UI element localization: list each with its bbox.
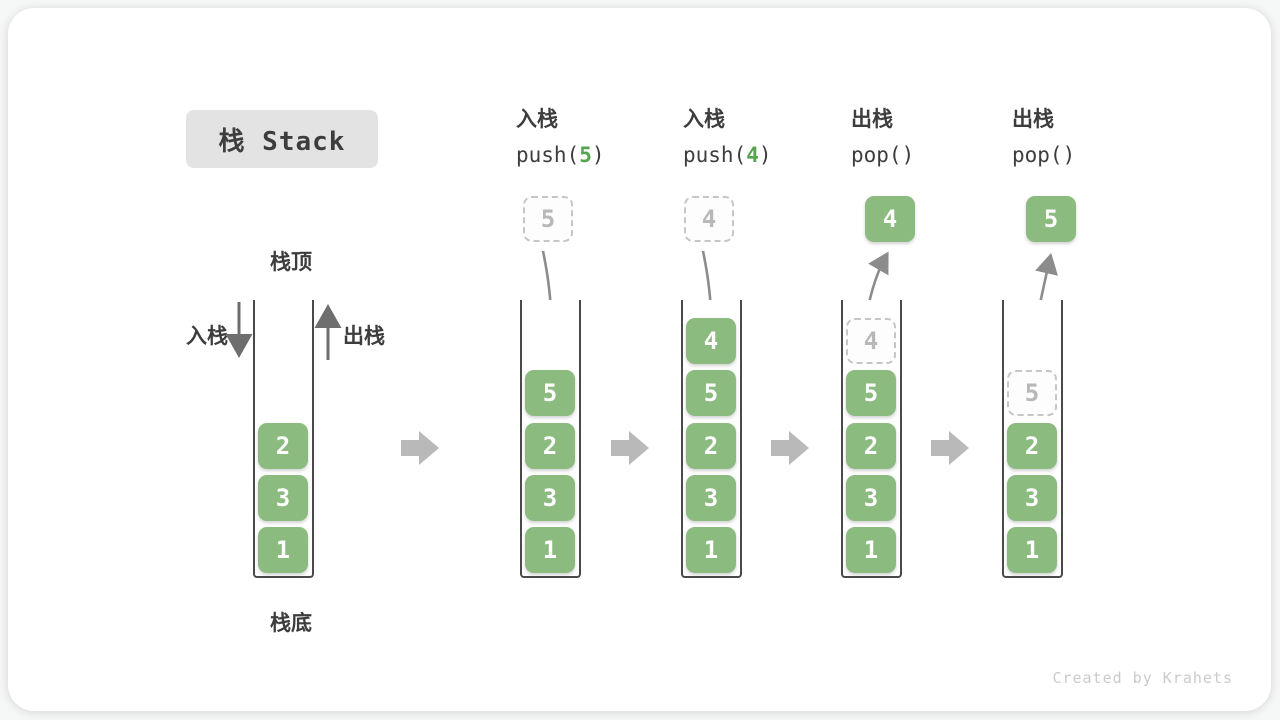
op-arg: 4 — [746, 143, 759, 167]
stack-cell: 1 — [525, 527, 575, 573]
op-label-pop2: 出栈 pop() — [1012, 106, 1182, 168]
stack-top-label: 栈顶 — [270, 250, 312, 274]
stack-bottom-label: 栈底 — [270, 611, 312, 635]
op-call: push(5) — [516, 143, 605, 167]
flow-arrow-2 — [611, 431, 649, 465]
flow-arrow-1 — [401, 431, 439, 465]
op-name: 入栈 — [683, 107, 725, 131]
stack-cell: 2 — [846, 423, 896, 469]
stack-cell: 1 — [1007, 527, 1057, 573]
flow-arrow-3 — [771, 431, 809, 465]
stack-cell: 2 — [1007, 423, 1057, 469]
stack-cell: 2 — [258, 423, 308, 469]
stack-cell: 4 — [686, 318, 736, 364]
op-arg: 5 — [579, 143, 592, 167]
stack-cell: 5 — [686, 370, 736, 416]
pending-push-box: 5 — [523, 196, 573, 242]
stack-cell: 1 — [846, 527, 896, 573]
title-text: 栈 Stack — [218, 126, 346, 157]
op-label-push5: 入栈 push(5) — [516, 106, 686, 168]
stack-cell: 2 — [686, 423, 736, 469]
popped-value-box: 5 — [1026, 196, 1076, 242]
op-name: 出栈 — [851, 107, 893, 131]
stack-cell-ghost: 4 — [846, 318, 896, 364]
op-name: 入栈 — [516, 107, 558, 131]
op-label-pop1: 出栈 pop() — [851, 106, 1021, 168]
diagram-card: 栈 Stack 入栈 push(5) 入栈 push(4) 出栈 pop() 出… — [8, 8, 1271, 711]
pending-push-box: 4 — [684, 196, 734, 242]
stack-cell: 2 — [525, 423, 575, 469]
op-call: push(4) — [683, 143, 772, 167]
op-call: pop() — [851, 143, 915, 167]
stack-cell: 3 — [1007, 475, 1057, 521]
title-badge: 栈 Stack — [186, 110, 378, 168]
stack-cell: 5 — [846, 370, 896, 416]
stack-cell: 1 — [686, 527, 736, 573]
op-name: 出栈 — [1012, 107, 1054, 131]
stack-cell: 3 — [525, 475, 575, 521]
stack-cell: 3 — [846, 475, 896, 521]
stack-cell-ghost: 5 — [1007, 370, 1057, 416]
push-direction-label: 入栈 — [186, 324, 228, 348]
stack-cell: 5 — [525, 370, 575, 416]
popped-value-box: 4 — [865, 196, 915, 242]
arrows-overlay — [225, 250, 1058, 465]
stack-cell: 1 — [258, 527, 308, 573]
stack-cell: 3 — [258, 475, 308, 521]
op-call: pop() — [1012, 143, 1076, 167]
op-label-push4: 入栈 push(4) — [683, 106, 853, 168]
stack-cell: 3 — [686, 475, 736, 521]
flow-arrow-4 — [931, 431, 969, 465]
watermark: Created by Krahets — [1052, 669, 1233, 687]
pop-direction-label: 出栈 — [343, 324, 385, 348]
